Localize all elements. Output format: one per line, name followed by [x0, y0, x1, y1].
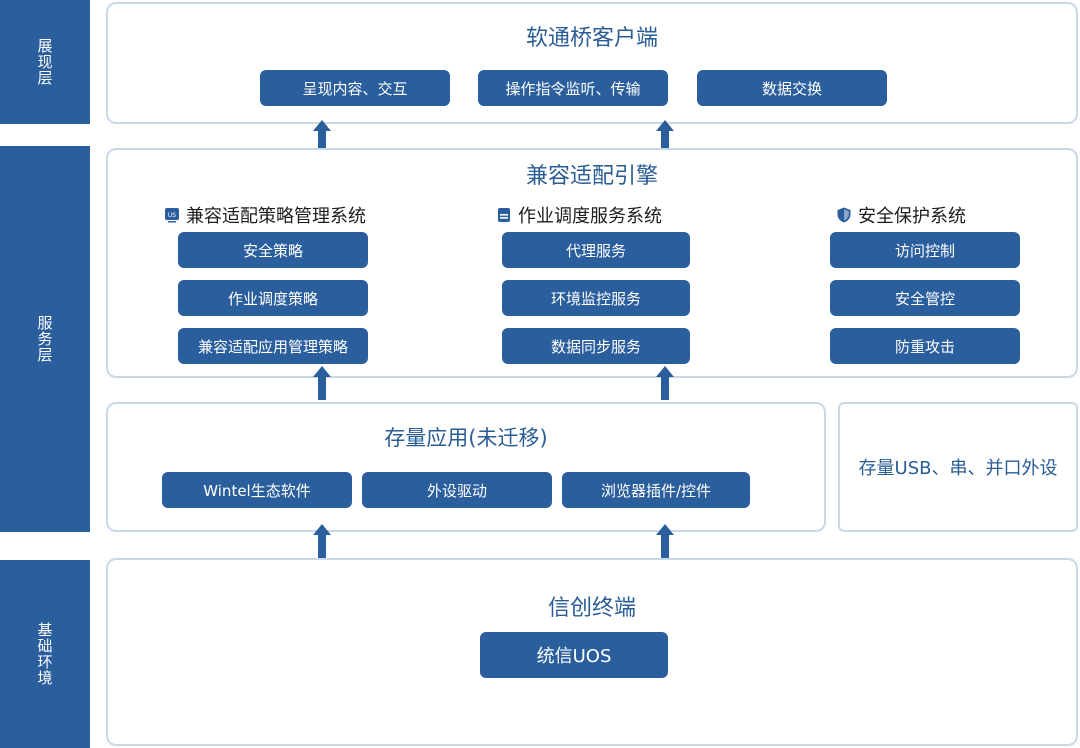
engine-column-2-item-1: 安全管控	[830, 280, 1020, 316]
engine-column-0-item-2: 兼容适配应用管理策略	[178, 328, 368, 364]
engine-column-1-item-2: 数据同步服务	[502, 328, 690, 364]
client-item-2: 数据交换	[697, 70, 887, 106]
policy-icon: US	[165, 208, 179, 223]
client-item-0: 呈现内容、交互	[260, 70, 450, 106]
arrow-up	[656, 524, 674, 558]
terminal-panel: 信创终端 统信UOS	[106, 558, 1078, 746]
engine-column-0-item-0: 安全策略	[178, 232, 368, 268]
peripherals-label: 存量USB、串、并口外设	[858, 458, 1058, 479]
engine-column-1-item-1: 环境监控服务	[502, 280, 690, 316]
engine-column-2-header: 安全保护系统	[836, 202, 966, 228]
engine-column-1-item-0: 代理服务	[502, 232, 690, 268]
terminal-title: 信创终端	[547, 596, 636, 621]
svg-text:US: US	[168, 212, 176, 219]
stock-item-0: Wintel生态软件	[162, 472, 352, 508]
engine-column-0-header: US 兼容适配策略管理系统	[164, 202, 366, 228]
engine-column-1-title: 作业调度服务系统	[518, 206, 662, 227]
arrow-up	[656, 120, 674, 154]
layer-label-base: 基础环境	[0, 560, 90, 748]
engine-title: 兼容适配引擎	[525, 164, 658, 189]
engine-column-0-item-1: 作业调度策略	[178, 280, 368, 316]
stock-title: 存量应用(未迁移)	[384, 426, 548, 450]
peripherals-panel: 存量USB、串、并口外设	[838, 402, 1078, 532]
layer-label-service: 服务层	[0, 146, 90, 532]
layer-label-presentation: 展现层	[0, 0, 90, 124]
layer-label-service-text: 服务层	[35, 315, 54, 363]
stock-panel: 存量应用(未迁移) Wintel生态软件 外设驱动 浏览器插件/控件	[106, 402, 826, 532]
layer-label-presentation-text: 展现层	[35, 38, 54, 86]
terminal-item: 统信UOS	[480, 632, 668, 678]
stock-item-2: 浏览器插件/控件	[562, 472, 750, 508]
client-title: 软通桥客户端	[525, 26, 658, 51]
engine-column-2-item-2: 防重攻击	[830, 328, 1020, 364]
engine-column-2-title: 安全保护系统	[858, 206, 966, 227]
arrow-up	[313, 524, 331, 558]
engine-column-1-header: 作业调度服务系统	[496, 202, 662, 228]
server-icon	[498, 208, 510, 222]
arrow-up	[313, 120, 331, 154]
engine-column-0-title: 兼容适配策略管理系统	[186, 206, 366, 227]
stock-item-1: 外设驱动	[362, 472, 552, 508]
arrow-up	[313, 366, 331, 400]
layer-label-base-text: 基础环境	[35, 622, 54, 686]
shield-icon	[837, 207, 851, 223]
client-panel: 软通桥客户端 呈现内容、交互 操作指令监听、传输 数据交换	[106, 2, 1078, 124]
engine-panel: 兼容适配引擎 US 兼容适配策略管理系统 安全策略 作业调度策略 兼容适配应用管…	[106, 148, 1078, 378]
arrow-up	[656, 366, 674, 400]
engine-column-2-item-0: 访问控制	[830, 232, 1020, 268]
client-item-1: 操作指令监听、传输	[478, 70, 668, 106]
